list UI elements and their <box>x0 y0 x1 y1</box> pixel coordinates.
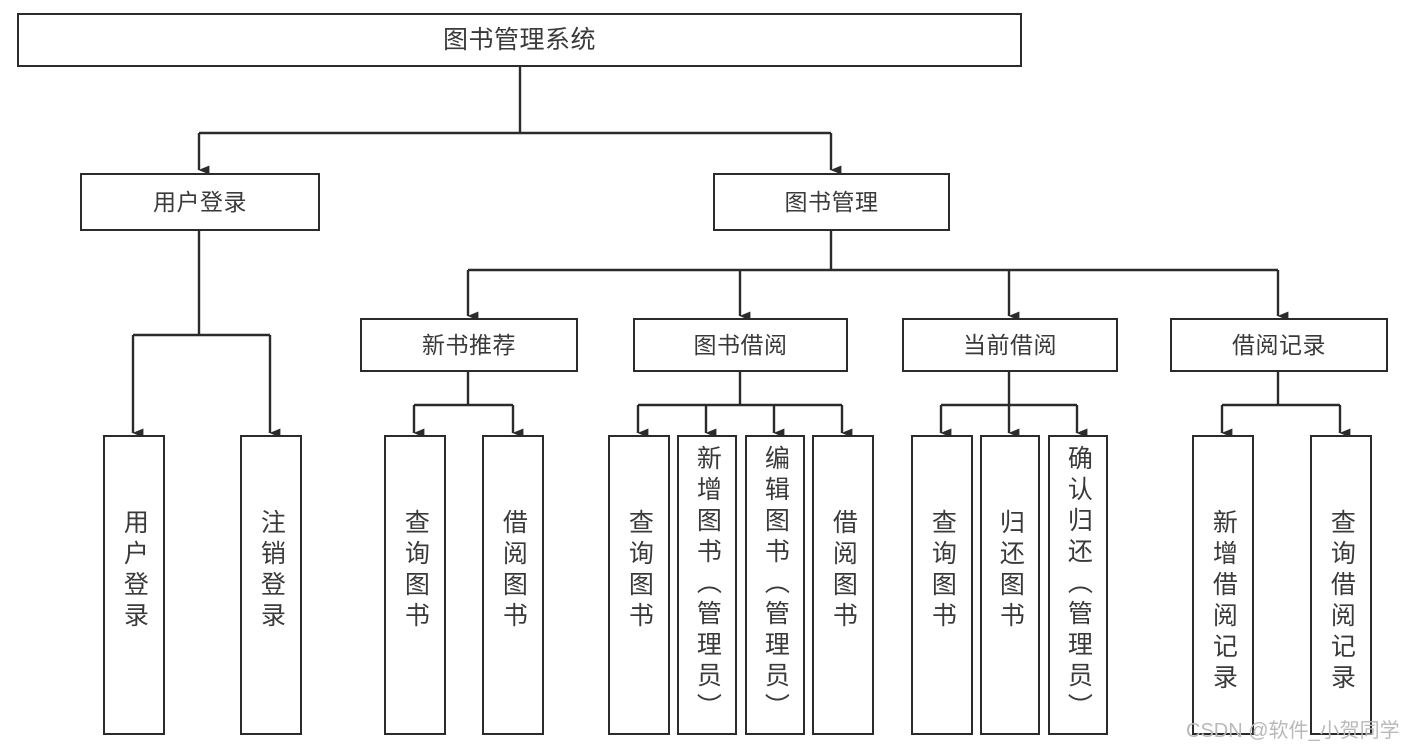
node-leaf-query-borrow-record[interactable]: 查询借阅记录 <box>1310 435 1372 735</box>
node-label: 编辑图书（管理员） <box>761 445 790 724</box>
edge-root-to-level2 <box>197 67 842 175</box>
node-leaf-edit-book-admin[interactable]: 编辑图书（管理员） <box>745 435 805 735</box>
edge-book-borrow-to-leaves <box>636 372 853 438</box>
node-label: 查询图书 <box>928 509 957 633</box>
node-label: 用户登录 <box>120 509 149 633</box>
edge-current-borrow-to-leaves <box>939 372 1088 438</box>
watermark-csdn: CSDN @软件_小贺同学 <box>1186 720 1400 742</box>
node-leaf-return-book[interactable]: 归还图书 <box>980 435 1040 735</box>
edge-borrow-record-to-leaves <box>1220 372 1351 438</box>
node-label: 确认归还（管理员） <box>1064 445 1093 724</box>
edge-user-login-to-leaves <box>131 231 281 438</box>
node-leaf-add-borrow-record[interactable]: 新增借阅记录 <box>1192 435 1254 735</box>
node-root-book-management-system[interactable]: 图书管理系统 <box>17 13 1022 67</box>
node-label: 用户登录 <box>153 188 247 215</box>
node-leaf-query-book-borrow[interactable]: 查询图书 <box>608 435 670 735</box>
node-label: 新增借阅记录 <box>1209 509 1238 695</box>
node-label: 借阅记录 <box>1232 331 1326 358</box>
node-label: 查询图书 <box>625 509 654 633</box>
node-label: 查询借阅记录 <box>1327 509 1356 695</box>
node-group-book-borrow[interactable]: 图书借阅 <box>633 318 848 372</box>
node-group-borrow-record[interactable]: 借阅记录 <box>1170 318 1388 372</box>
node-leaf-user-login[interactable]: 用户登录 <box>103 435 165 735</box>
node-branch-book-management[interactable]: 图书管理 <box>713 173 950 231</box>
node-leaf-add-book-admin[interactable]: 新增图书（管理员） <box>677 435 737 735</box>
node-label: 查询图书 <box>401 509 430 633</box>
node-label: 图书管理 <box>784 188 879 215</box>
node-label: 新增图书（管理员） <box>693 445 722 724</box>
node-label: 归还图书 <box>996 509 1025 633</box>
node-label: 借阅图书 <box>499 509 528 633</box>
node-leaf-logout[interactable]: 注销登录 <box>240 435 302 735</box>
node-leaf-query-book-recommend[interactable]: 查询图书 <box>384 435 446 735</box>
node-label: 当前借阅 <box>963 331 1057 358</box>
node-label: 图书借阅 <box>693 331 788 358</box>
node-branch-user-login[interactable]: 用户登录 <box>80 173 320 231</box>
edge-book-mgmt-to-groups <box>466 231 1289 321</box>
node-leaf-confirm-return-admin[interactable]: 确认归还（管理员） <box>1048 435 1108 735</box>
node-label: 新书推荐 <box>422 331 516 358</box>
node-label: 图书管理系统 <box>442 25 596 54</box>
node-label: 注销登录 <box>257 509 286 633</box>
node-leaf-query-book-current[interactable]: 查询图书 <box>911 435 973 735</box>
node-group-new-book-recommend[interactable]: 新书推荐 <box>360 318 578 372</box>
node-group-current-borrow[interactable]: 当前借阅 <box>902 318 1118 372</box>
node-label: 借阅图书 <box>829 509 858 633</box>
edge-new-book-to-leaves <box>412 372 524 438</box>
node-leaf-borrow-book-recommend[interactable]: 借阅图书 <box>482 435 544 735</box>
node-leaf-borrow-book[interactable]: 借阅图书 <box>812 435 874 735</box>
